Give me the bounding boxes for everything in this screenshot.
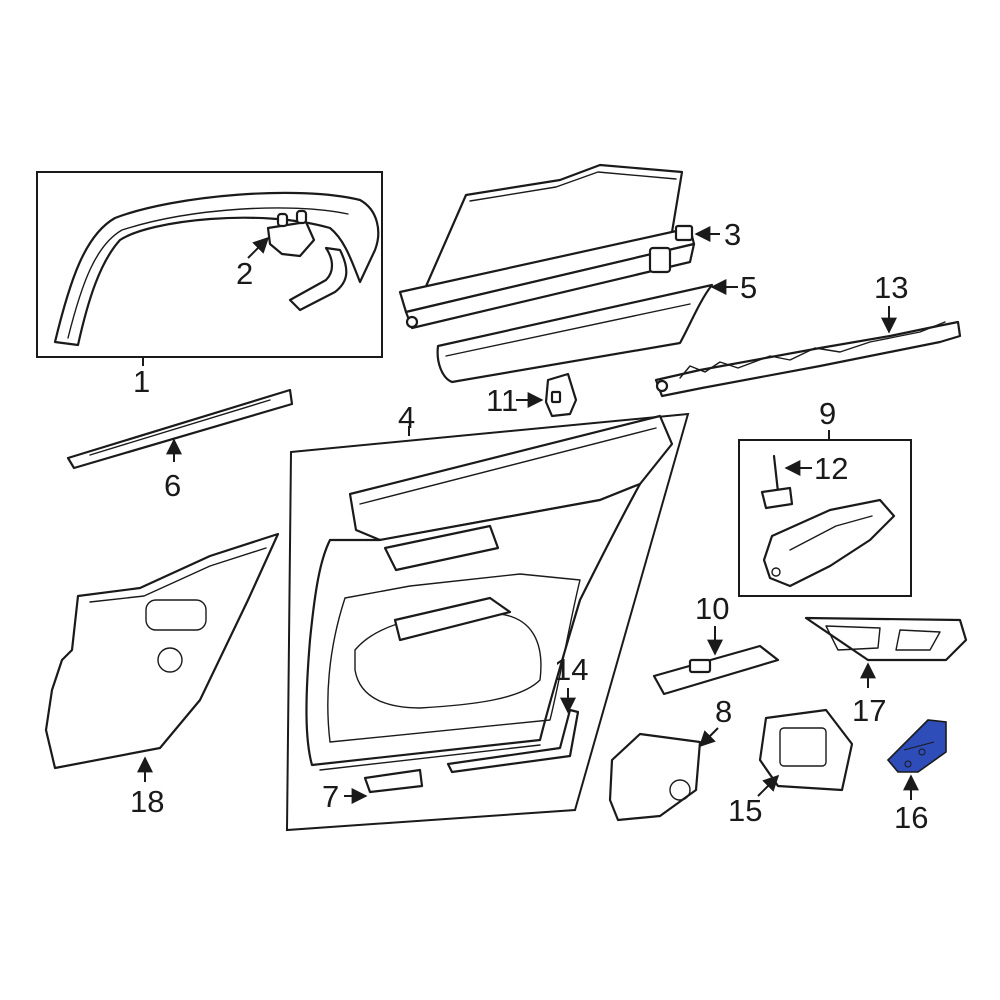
callout-15: 15 <box>728 774 780 828</box>
part-12-rod[interactable] <box>760 454 794 510</box>
callout-6: 6 <box>164 438 182 503</box>
callout-1: 1 <box>133 356 150 399</box>
callout-11: 11 <box>486 383 544 418</box>
callout-number: 6 <box>164 468 181 503</box>
part-4-door-panel[interactable] <box>305 414 674 771</box>
group-box-4 <box>285 412 690 832</box>
part-14-trim-strip[interactable] <box>446 708 580 774</box>
part-6-strip[interactable] <box>66 388 294 470</box>
callout-16: 16 <box>894 774 928 835</box>
callout-9: 9 <box>819 396 836 440</box>
callout-number: 4 <box>398 400 415 435</box>
part-16-switch[interactable] <box>886 719 947 773</box>
part-13-rail-bracket[interactable] <box>654 320 962 398</box>
group-box-1 <box>36 171 383 358</box>
callout-number: 3 <box>724 217 741 252</box>
callout-number: 18 <box>130 784 164 819</box>
callout-4: 4 <box>398 400 415 436</box>
callout-3: 3 <box>694 217 741 252</box>
callout-number: 11 <box>486 383 518 418</box>
callout-number: 14 <box>554 652 588 687</box>
callout-number: 9 <box>819 396 836 431</box>
callout-number: 13 <box>874 270 908 305</box>
callout-5: 5 <box>710 270 757 305</box>
callout-number: 10 <box>695 591 729 626</box>
callout-14: 14 <box>554 652 588 714</box>
part-7-clip-strip[interactable] <box>363 768 424 794</box>
callout-7: 7 <box>322 779 368 814</box>
callout-2: 2 <box>236 236 270 291</box>
callout-number: 17 <box>852 693 886 728</box>
group-box-9 <box>738 439 912 597</box>
callout-number: 16 <box>894 800 928 835</box>
callout-number: 1 <box>133 364 150 399</box>
callout-18: 18 <box>130 756 164 819</box>
callout-13: 13 <box>874 270 908 334</box>
callout-number: 2 <box>236 256 253 291</box>
part-10-switch-cover[interactable] <box>652 644 780 696</box>
callout-10: 10 <box>695 591 729 656</box>
part-8-latch[interactable] <box>608 732 702 822</box>
part-5-trim-panel[interactable] <box>436 283 714 384</box>
part-9-handle[interactable] <box>762 498 896 588</box>
part-3-window-shade[interactable] <box>398 163 696 330</box>
callout-number: 7 <box>322 779 339 814</box>
callout-17: 17 <box>852 662 886 728</box>
callout-number: 8 <box>715 694 732 729</box>
part-17-bezel[interactable] <box>804 616 968 662</box>
callout-number: 12 <box>814 451 848 486</box>
callout-12: 12 <box>784 451 848 486</box>
part-1-weatherstrip[interactable] <box>53 191 380 347</box>
part-18-panel[interactable] <box>44 532 280 770</box>
part-15-module[interactable] <box>758 708 854 792</box>
callout-number: 15 <box>728 793 762 828</box>
part-2-clip[interactable] <box>266 209 316 258</box>
callout-number: 5 <box>740 270 757 305</box>
part-11-clip[interactable] <box>544 372 578 418</box>
callout-8: 8 <box>698 694 732 748</box>
